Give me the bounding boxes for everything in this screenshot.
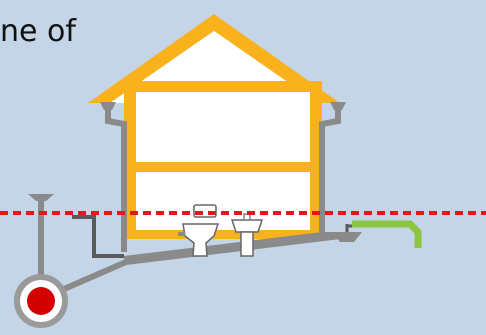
backflow-drain-pipe [72,215,124,258]
upper-floor-room [136,92,310,162]
gutter-icon-left [100,102,116,110]
sink-icon [230,213,264,257]
caption-text: ne of [0,14,76,49]
right-downpipe [319,110,341,232]
gutter-icon-right [330,102,346,110]
pump-pressure-pipe [352,220,422,248]
sewer-manhole-icon [14,274,68,328]
main-sewer-pipe [46,233,341,299]
floor-drain-icon-left [28,194,54,201]
basement-room [136,214,310,230]
left-downpipe [105,110,127,252]
